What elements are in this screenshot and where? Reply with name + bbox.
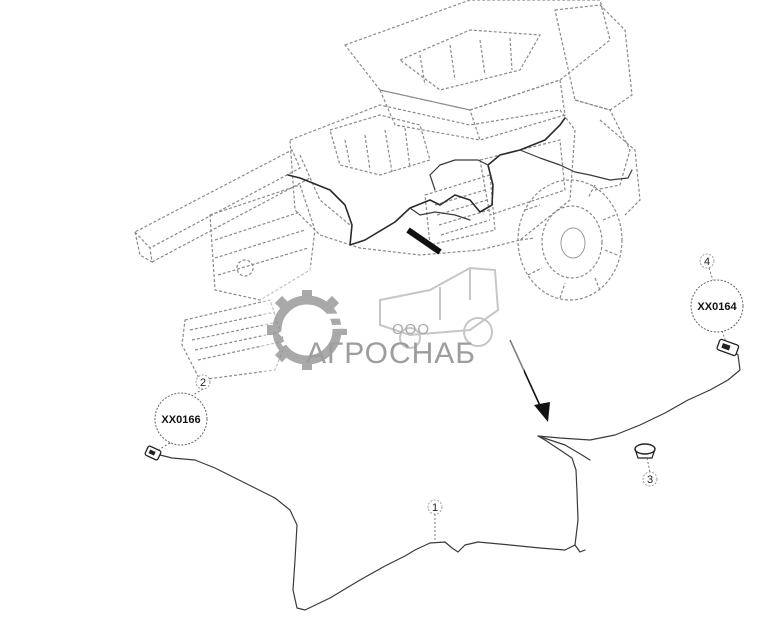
company-watermark: ООО АГРОСНАБ: [262, 265, 524, 385]
callout-2: 2 XX0166: [154, 374, 211, 451]
callout-3: 3: [642, 457, 658, 487]
connector-xx0166: [144, 445, 162, 461]
machine-harness-routing: [287, 117, 633, 246]
callout-4: 4 XX0164: [690, 253, 744, 343]
gear-logo-icon: [267, 290, 361, 370]
callout-4-number: 4: [704, 256, 710, 268]
callout-1-number: 1: [432, 502, 438, 514]
connector-xx0164: [716, 338, 740, 357]
callout-2-number: 2: [200, 377, 206, 389]
callout-4-code: XX0164: [697, 301, 737, 313]
harness-part-1: [159, 347, 741, 611]
cable-clamp-part-3: [634, 443, 656, 459]
watermark-company-name: АГРОСНАБ: [306, 337, 476, 370]
callout-1: 1: [427, 499, 443, 540]
harvester-logo-icon: [379, 266, 500, 349]
callout-3-number: 3: [647, 474, 653, 486]
detail-pointer-arrow: [406, 227, 550, 422]
watermark-prefix: ООО: [392, 321, 430, 338]
callout-2-code: XX0166: [161, 414, 200, 426]
